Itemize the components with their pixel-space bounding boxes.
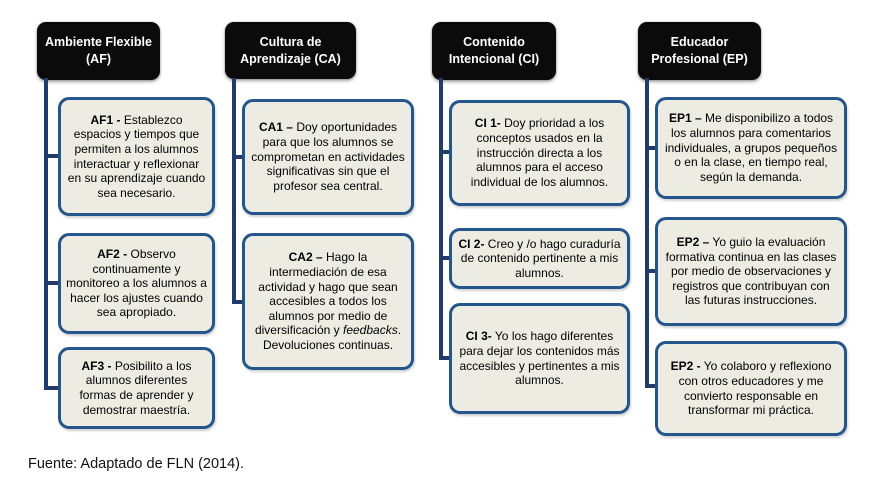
- box-ca2-text-italic: feedbacks: [342, 323, 398, 338]
- connector-vertical-af: [44, 78, 48, 390]
- connector-stub-ep2b: [645, 384, 657, 388]
- connector-stub-ci1: [439, 150, 451, 154]
- box-ca2-code: CA2 –: [288, 250, 323, 265]
- box-ep2b-code: EP2 -: [670, 359, 701, 374]
- connector-stub-ep1: [645, 146, 657, 150]
- connector-stub-ep2a: [645, 269, 657, 273]
- box-af2-text: Observo continuamente y monitoreo a los …: [66, 246, 207, 320]
- box-ca1-code: CA1 –: [258, 120, 293, 135]
- connector-vertical-ca: [232, 78, 236, 304]
- box-af2: AF2 - Observo continuamente y monitoreo …: [58, 233, 215, 334]
- connector-stub-af1: [44, 154, 60, 158]
- source-note: Fuente: Adaptado de FLN (2014).: [28, 456, 245, 472]
- box-ci2-code: CI 2-: [458, 236, 485, 251]
- connector-stub-ci3: [439, 356, 451, 360]
- header-ambiente-flexible: Ambiente Flexible (AF): [37, 22, 160, 80]
- box-ci2: CI 2- Creo y /o hago curaduría de conten…: [449, 228, 630, 289]
- box-ep2a: EP2 – Yo guio la evaluación formativa co…: [655, 217, 847, 326]
- box-ep1: EP1 – Me disponibilizo a todos los alumn…: [655, 97, 847, 199]
- box-ep2a-text: Yo guio la evaluación formativa continua…: [665, 234, 837, 308]
- box-ci3-code: CI 3-: [465, 329, 492, 344]
- header-cultura-aprendizaje: Cultura de Aprendizaje (CA): [225, 22, 356, 79]
- connector-stub-af2: [44, 281, 60, 285]
- box-ci1-text: Doy prioridad a los conceptos usados en …: [470, 116, 609, 189]
- connector-stub-ci2: [439, 256, 451, 260]
- box-ca1: CA1 – Doy oportunidades para que los alu…: [242, 99, 414, 215]
- connector-stub-ca2: [232, 300, 244, 304]
- box-ep2b: EP2 - Yo colaboro y reflexiono con otros…: [655, 341, 847, 436]
- box-ep1-code: EP1 –: [668, 111, 702, 126]
- box-ca2-text-pre: Hago la intermediación de esa actividad …: [254, 250, 398, 338]
- box-af3-text: Posibilito a los alumnos diferentes form…: [79, 358, 194, 417]
- box-af2-code: AF2 -: [97, 246, 128, 261]
- connector-vertical-ep: [645, 78, 649, 388]
- box-ep1-text: Me disponibilizo a todos los alumnos par…: [664, 111, 838, 184]
- box-ci3: CI 3- Yo los hago diferentes para dejar …: [449, 303, 630, 414]
- box-ca1-text: Doy oportunidades para que los alumnos s…: [251, 120, 405, 193]
- box-ca2: CA2 – Hago la intermediación de esa acti…: [242, 233, 414, 370]
- box-af1-code: AF1 -: [90, 112, 121, 127]
- box-af1-text: Establezco espacios y tiempos que permit…: [67, 112, 206, 200]
- box-ca2-text-post: . Devoluciones continuas.: [262, 323, 402, 353]
- header-educador-profesional: Educador Profesional (EP): [638, 22, 761, 80]
- box-af3-code: AF3 -: [81, 358, 112, 373]
- box-ci2-text: Creo y /o hago curaduría de contenido pe…: [460, 236, 621, 280]
- box-ep2b-text: Yo colaboro y reflexiono con otros educa…: [678, 359, 832, 418]
- box-ci1: CI 1- Doy prioridad a los conceptos usad…: [449, 100, 630, 206]
- box-ep2a-code: EP2 –: [676, 234, 710, 249]
- connector-stub-ca1: [232, 155, 244, 159]
- box-ci3-text: Yo los hago diferentes para dejar los co…: [459, 329, 620, 388]
- connector-vertical-ci: [439, 78, 443, 360]
- connector-stub-af3: [44, 386, 60, 390]
- box-ci1-code: CI 1-: [474, 116, 501, 131]
- box-af3: AF3 - Posibilito a los alumnos diferente…: [58, 347, 215, 429]
- box-af1: AF1 - Establezco espacios y tiempos que …: [58, 97, 215, 216]
- header-contenido-intencional: Contenido Intencional (CI): [432, 22, 556, 80]
